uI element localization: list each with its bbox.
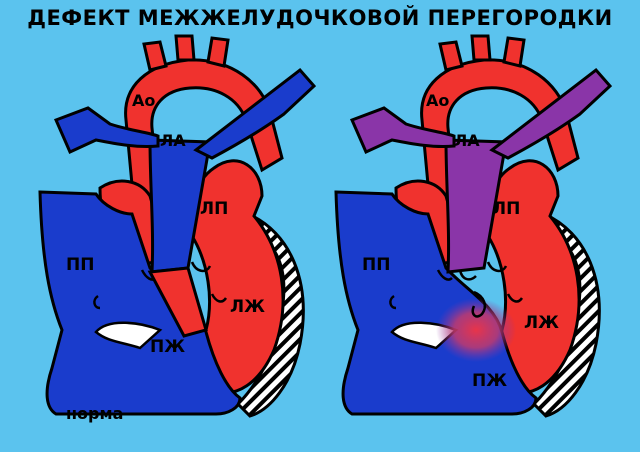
vsd-heart	[334, 34, 612, 418]
normal-heart	[38, 34, 316, 418]
label-lp-right: ЛП	[492, 199, 520, 219]
label-pp-left: ПП	[66, 255, 94, 275]
label-pa-right: ЛА	[454, 131, 480, 150]
label-lp-left: ЛП	[200, 199, 228, 219]
label-pp-right: ПП	[362, 255, 390, 275]
label-pzh-left: ПЖ	[150, 337, 185, 357]
label-lzh-right: ЛЖ	[524, 313, 559, 333]
label-ao-right: Ао	[426, 91, 449, 110]
label-ao-left: Ао	[132, 91, 155, 110]
caption-normal: норма	[66, 404, 124, 423]
label-pzh-right: ПЖ	[472, 371, 507, 391]
diagram-title: ДЕФЕКТ МЕЖЖЕЛУДОЧКОВОЙ ПЕРЕГОРОДКИ	[27, 6, 613, 30]
label-lzh-left: ЛЖ	[230, 297, 265, 317]
label-pa-left: ЛА	[160, 131, 186, 150]
